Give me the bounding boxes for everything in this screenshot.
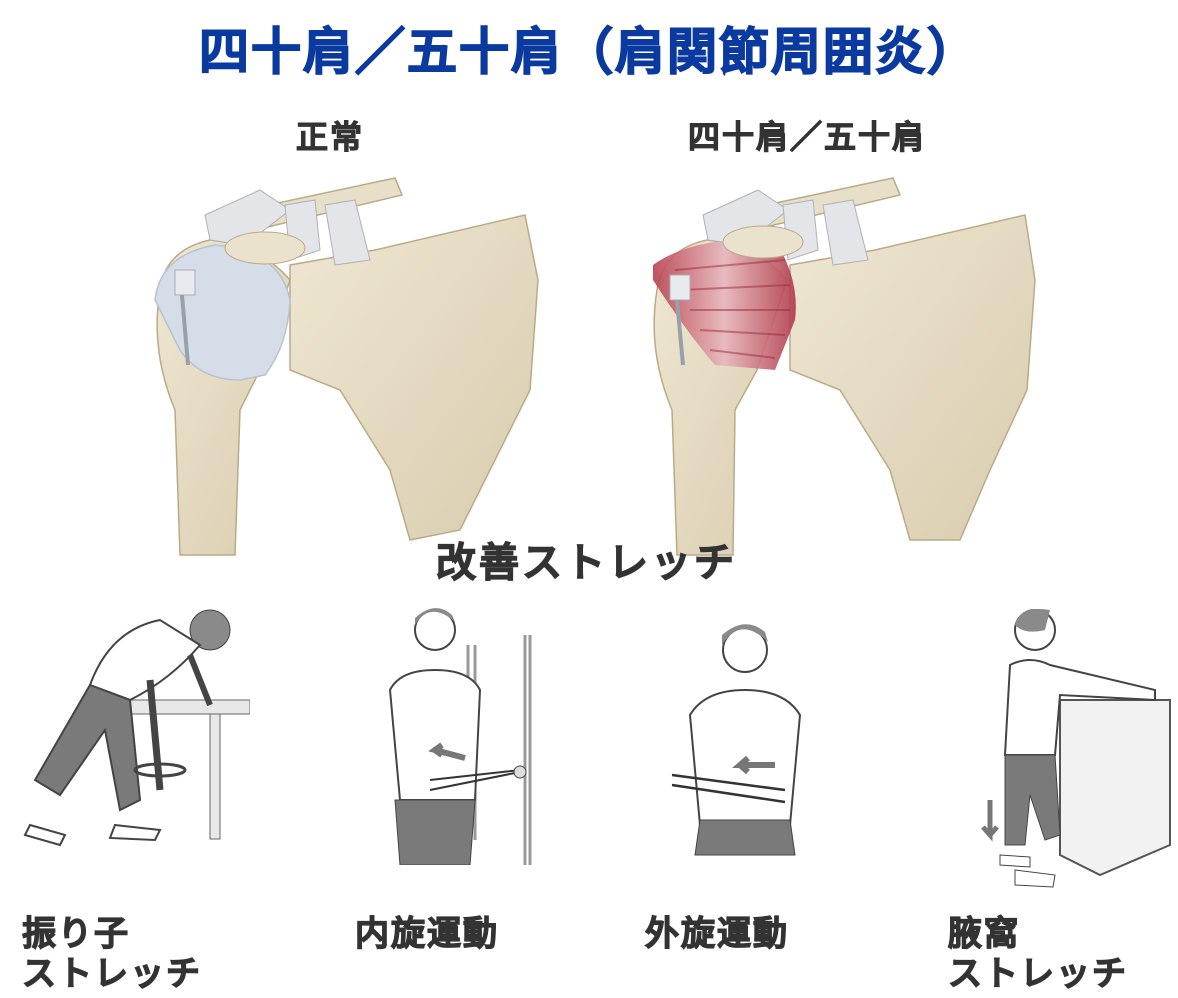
stretch-section-title: 改善ストレッチ bbox=[435, 539, 737, 586]
axillary-stretch-figure bbox=[981, 609, 1171, 888]
label-line: ストレッチ bbox=[21, 953, 202, 994]
exercise-label-internal-rotation: 内旋運動 bbox=[354, 913, 499, 954]
label-line: 内旋運動 bbox=[354, 913, 499, 954]
exercise-label-external-rotation: 外旋運動 bbox=[644, 913, 789, 954]
frozen-shoulder-illustration bbox=[653, 177, 1036, 556]
internal-rotation-figure bbox=[388, 608, 532, 865]
frozen-shoulder-label: 四十肩／五十肩 bbox=[687, 118, 927, 157]
normal-shoulder-illustration bbox=[154, 177, 539, 556]
exercise-label-pendulum: 振り子 ストレッチ bbox=[21, 913, 202, 994]
page-title: 四十肩／五十肩（肩関節周囲炎） bbox=[198, 22, 979, 82]
normal-shoulder-label: 正常 bbox=[295, 118, 365, 157]
label-line: 腋窩 bbox=[947, 913, 1020, 954]
label-line: 外旋運動 bbox=[644, 913, 789, 954]
pendulum-stretch-figure bbox=[23, 609, 250, 847]
label-line: 振り子 bbox=[21, 913, 130, 954]
exercise-label-axillary: 腋窩 ストレッチ bbox=[947, 913, 1128, 994]
external-rotation-figure bbox=[671, 624, 802, 856]
label-line: ストレッチ bbox=[947, 953, 1128, 994]
